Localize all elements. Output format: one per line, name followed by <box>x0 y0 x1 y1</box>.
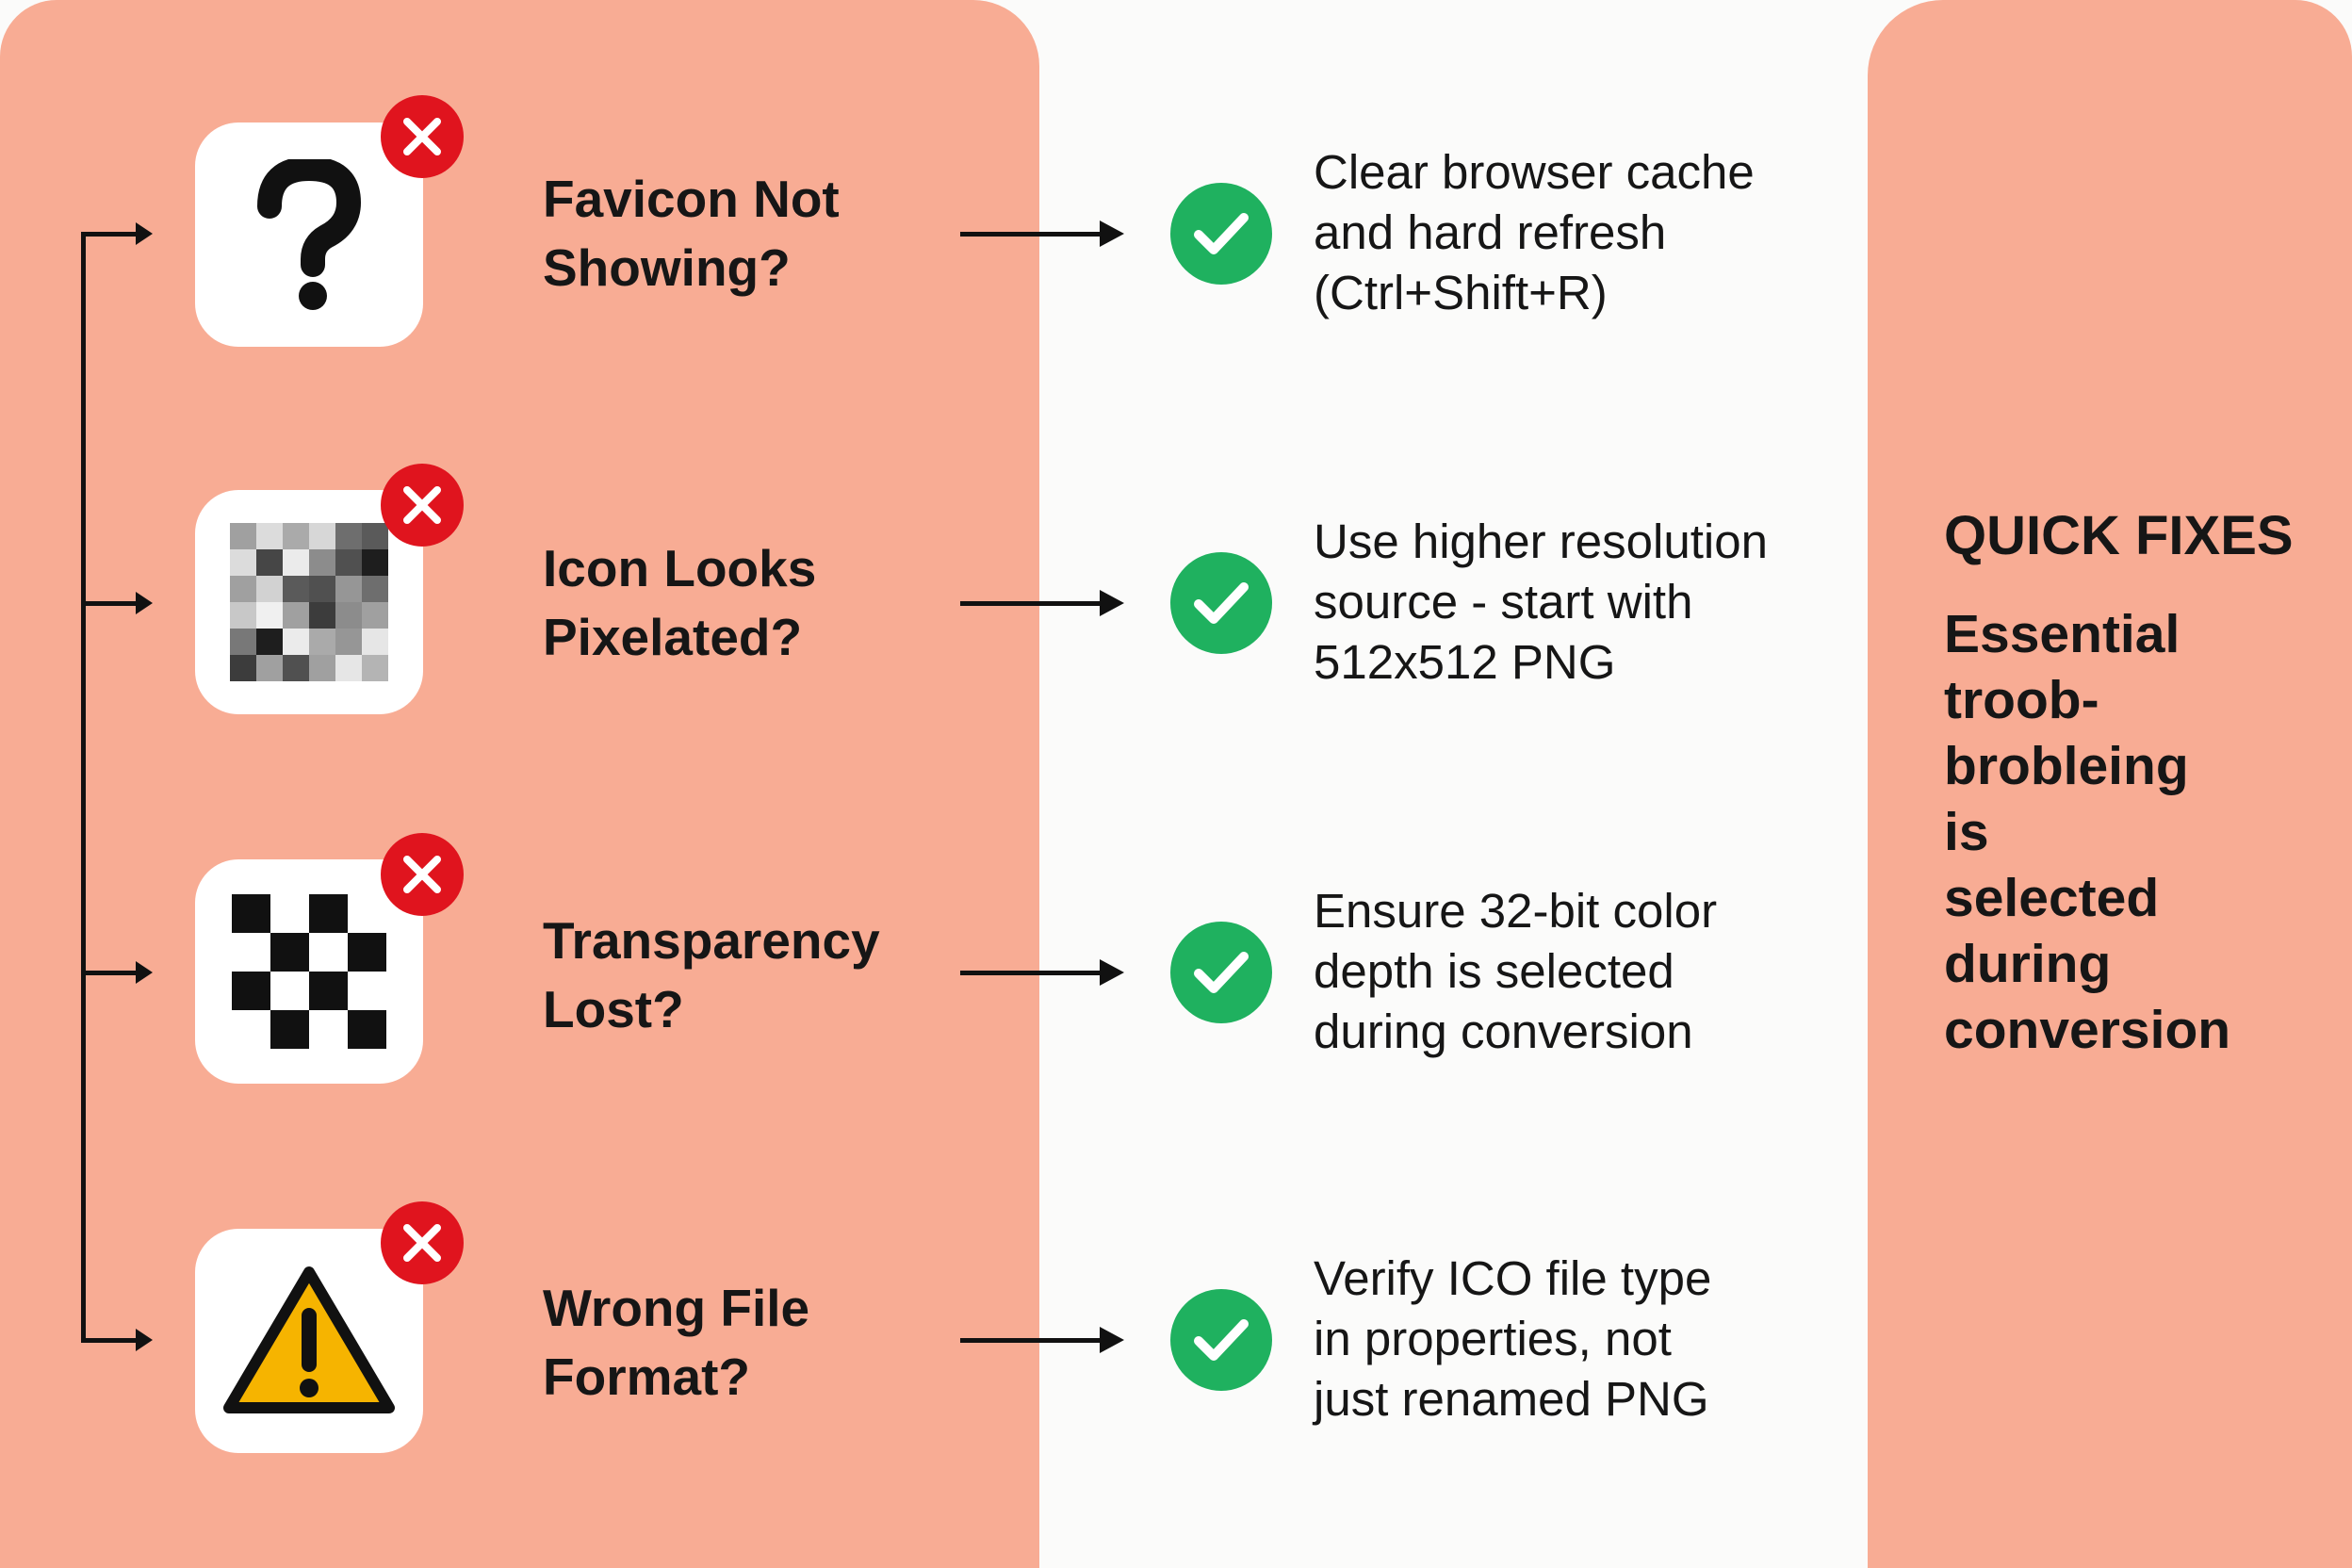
checkmark-icon <box>1170 922 1272 1023</box>
checker-cell <box>232 972 270 1010</box>
pixel-cell <box>335 602 362 629</box>
checker-cell <box>348 933 386 972</box>
pixel-cell <box>362 655 388 681</box>
problems-panel <box>0 0 1039 1568</box>
pixel-cell <box>256 629 283 655</box>
checker-cell <box>348 894 386 933</box>
connector-arrow <box>81 222 153 245</box>
checkmark-icon <box>1170 552 1272 654</box>
pixel-cell <box>309 602 335 629</box>
pixel-cell <box>335 655 362 681</box>
checker-cell <box>270 933 309 972</box>
pixel-cell <box>335 523 362 549</box>
pixel-cell <box>362 549 388 576</box>
checker-cell <box>309 972 348 1010</box>
pixelated-grid-icon <box>195 490 423 714</box>
arrow-right-icon <box>960 220 1124 247</box>
pixel-cell <box>230 549 256 576</box>
pixel-cell <box>283 523 309 549</box>
connector-arrow <box>81 961 153 984</box>
pixel-cell <box>256 576 283 602</box>
checker-cell <box>348 1010 386 1049</box>
pixel-cell <box>309 549 335 576</box>
error-x-icon <box>381 833 464 916</box>
pixel-cell <box>309 576 335 602</box>
pixel-cell <box>309 655 335 681</box>
question-mark-icon <box>195 122 423 347</box>
pixel-cell <box>230 602 256 629</box>
arrow-right-icon <box>960 1327 1124 1353</box>
pixel-cell <box>256 523 283 549</box>
pixel-cell <box>230 576 256 602</box>
error-x-icon <box>381 1201 464 1284</box>
checker-cell <box>232 933 270 972</box>
checker-cell <box>232 1010 270 1049</box>
checker-cell <box>309 933 348 972</box>
quick-fixes-panel <box>1868 0 2352 1568</box>
checker-cell <box>309 1010 348 1049</box>
error-x-icon <box>381 95 464 178</box>
error-x-icon <box>381 464 464 547</box>
checker-cell <box>270 972 309 1010</box>
checkerboard-icon <box>195 859 423 1084</box>
pixel-cell <box>283 629 309 655</box>
pixel-cell <box>335 629 362 655</box>
pixel-cell <box>230 523 256 549</box>
pixel-cell <box>362 602 388 629</box>
pixel-cell <box>283 655 309 681</box>
checker-cell <box>270 1010 309 1049</box>
pixel-cell <box>335 576 362 602</box>
pixel-cell <box>362 523 388 549</box>
checkmark-icon <box>1170 1289 1272 1391</box>
connector-arrow <box>81 592 153 614</box>
checker-cell <box>348 972 386 1010</box>
pixel-cell <box>256 549 283 576</box>
checker-cell <box>309 894 348 933</box>
pixel-cell <box>309 629 335 655</box>
pixel-cell <box>256 655 283 681</box>
arrow-right-icon <box>960 590 1124 616</box>
pixel-cell <box>283 602 309 629</box>
pixel-cell <box>230 655 256 681</box>
checker-cell <box>270 894 309 933</box>
pixel-cell <box>256 602 283 629</box>
quick-fixes-title: QUICK FIXES <box>1944 505 2294 566</box>
pixel-cell <box>362 629 388 655</box>
arrow-right-icon <box>960 959 1124 986</box>
connector-line <box>81 234 86 1342</box>
pixel-cell <box>283 549 309 576</box>
pixel-cell <box>362 576 388 602</box>
checker-cell <box>232 894 270 933</box>
connector-arrow <box>81 1329 153 1351</box>
pixel-cell <box>283 576 309 602</box>
pixel-cell <box>335 549 362 576</box>
pixel-cell <box>309 523 335 549</box>
warning-triangle-icon <box>195 1229 423 1453</box>
checkmark-icon <box>1170 183 1272 285</box>
pixel-cell <box>230 629 256 655</box>
